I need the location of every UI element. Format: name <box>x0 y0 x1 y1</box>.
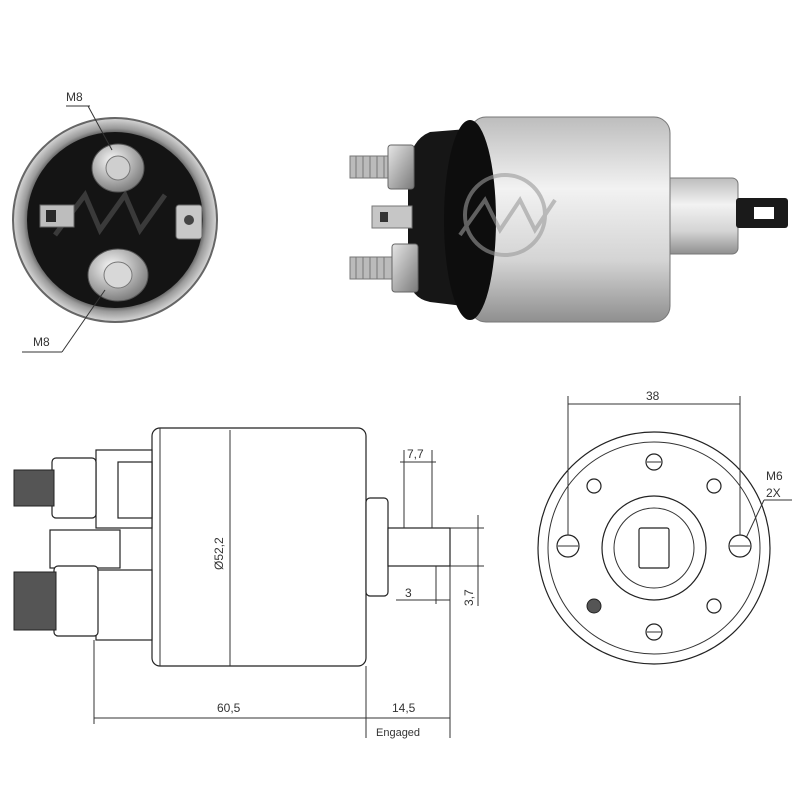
callout-top-label: M8 <box>66 90 83 104</box>
bolt-spacing-label: 38 <box>646 389 660 403</box>
plunger-tab <box>736 198 788 228</box>
drawing-center-slot <box>638 527 670 569</box>
side-lower-stud <box>349 243 419 293</box>
spade-terminal-right <box>175 204 203 240</box>
solenoid-body <box>469 116 671 323</box>
insulator-cap <box>408 120 496 320</box>
tab-width-label: 7,7 <box>407 447 424 461</box>
side-spade-terminal <box>371 205 413 229</box>
end-line-drawing: 38 M6 2X <box>537 389 792 665</box>
callout-bottom-label: M8 <box>33 335 50 349</box>
upper-terminal-stud <box>91 143 145 193</box>
drawing-plunger-tab <box>387 527 451 567</box>
drawing-screws <box>556 453 752 641</box>
side-upper-stud <box>349 144 415 190</box>
thread-count-label: 2X <box>766 486 781 500</box>
spade-terminal-left <box>39 204 75 228</box>
callout-line-top <box>87 105 113 151</box>
engaged-length-label: 14,5 <box>392 701 416 715</box>
end-view-photo: M8 M8 <box>12 90 218 353</box>
callout-line-bottom <box>61 289 106 353</box>
watermark-logo <box>53 189 168 237</box>
side-line-drawing: Ø52,2 60,5 14,5 Engaged 7,7 3 3,7 <box>13 427 484 739</box>
tab-offset-label: 3 <box>405 586 412 600</box>
tab-thickness-label: 3,7 <box>462 589 476 606</box>
lower-terminal-stud <box>87 248 149 302</box>
drawing-body <box>151 427 367 667</box>
watermark-logo <box>458 173 557 257</box>
diameter-label: Ø52,2 <box>212 537 226 570</box>
engaged-label: Engaged <box>376 727 420 739</box>
side-view-photo <box>349 116 788 323</box>
drawing-terminals <box>13 449 153 641</box>
thread-label: M6 <box>766 469 783 483</box>
body-length-label: 60,5 <box>217 701 241 715</box>
